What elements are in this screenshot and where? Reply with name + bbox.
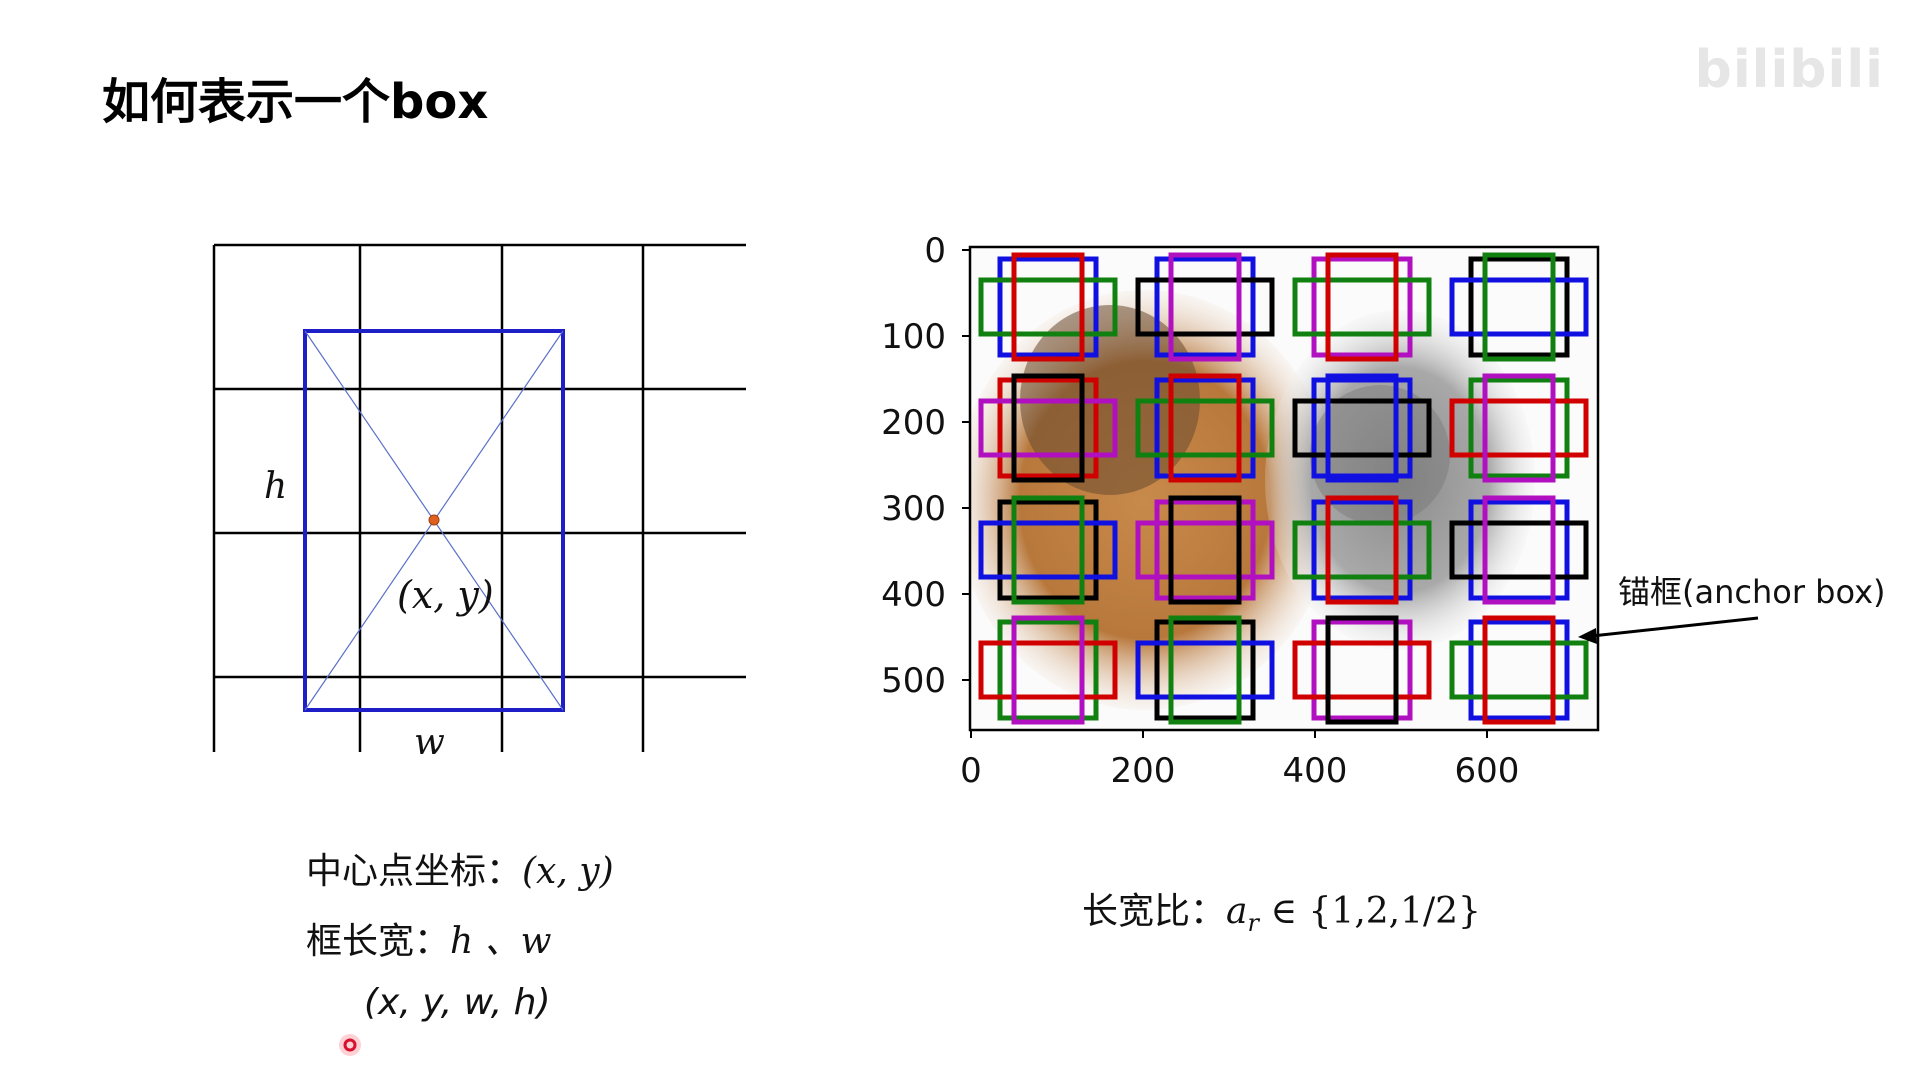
anchor-box <box>978 277 1118 337</box>
annotation-arrow-head <box>1578 628 1597 644</box>
anchor-box <box>1482 615 1556 725</box>
plot-frame <box>968 245 1600 732</box>
anchor-box <box>997 499 1099 601</box>
y-axis <box>962 249 970 681</box>
center-coordinate-math: (x, y) <box>522 851 614 892</box>
anchor-box <box>978 640 1118 700</box>
center-coordinate-note: 中心点坐标：(x, y) <box>306 842 614 894</box>
anchor-box <box>997 256 1099 358</box>
aspect-ratio-symbol: a <box>1226 891 1248 932</box>
anchor-box <box>1168 615 1242 725</box>
x-axis <box>970 730 1488 738</box>
x-tick-label: 600 <box>1455 751 1520 791</box>
anchor-box <box>1449 398 1589 458</box>
width-label: w <box>414 722 445 763</box>
anchor-box <box>1011 495 1085 605</box>
anchor-box <box>1468 377 1570 479</box>
box-size-math: h 、w <box>450 921 552 962</box>
y-tick-label: 300 <box>881 489 946 529</box>
x-tick-label: 200 <box>1111 751 1176 791</box>
anchor-box <box>1292 398 1432 458</box>
anchor-box <box>1325 615 1399 725</box>
anchor-box <box>1292 277 1432 337</box>
anchor-box <box>1168 252 1242 362</box>
x-tick-labels: 0 200 400 600 <box>960 751 1519 791</box>
anchor-box <box>1011 373 1085 483</box>
anchor-box <box>1011 615 1085 725</box>
anchor-box <box>1311 499 1413 601</box>
height-label: h <box>264 466 287 507</box>
anchor-box <box>997 377 1099 479</box>
bounding-box <box>303 329 565 712</box>
y-tick-label: 0 <box>924 231 946 271</box>
anchor-box <box>1168 495 1242 605</box>
anchor-box <box>1154 499 1256 601</box>
center-coordinate-cn: 中心点坐标： <box>306 851 523 892</box>
anchor-box <box>1135 640 1275 700</box>
anchor-box <box>1482 495 1556 605</box>
center-coord-label: (x, y) <box>397 573 494 617</box>
anchor-box <box>1011 252 1085 362</box>
aspect-ratio-set: ∈ {1,2,1/2} <box>1258 891 1481 932</box>
anchor-boxes <box>978 252 1589 725</box>
aspect-ratio-note: 长宽比：ar ∈ {1,2,1/2} <box>1082 882 1481 937</box>
anchor-box <box>1468 256 1570 358</box>
anchor-box <box>1482 373 1556 483</box>
x-tick-label: 0 <box>960 751 982 791</box>
y-tick-label: 200 <box>881 403 946 443</box>
anchor-box <box>1325 495 1399 605</box>
anchor-box <box>1325 373 1399 483</box>
box-center-point <box>428 514 440 526</box>
box-size-note: 框长宽：h 、w <box>306 912 551 964</box>
aspect-ratio-cn: 长宽比： <box>1082 891 1227 932</box>
y-tick-label: 100 <box>881 317 946 357</box>
slide-title: 如何表示一个box <box>102 74 489 130</box>
cat-figure <box>1265 310 1535 650</box>
y-tick-label: 400 <box>881 575 946 615</box>
background-image <box>970 247 1598 730</box>
anchor-box <box>1154 256 1256 358</box>
x-tick-label: 400 <box>1283 751 1348 791</box>
anchor-box <box>1292 640 1432 700</box>
anchor-box <box>1154 619 1256 721</box>
anchor-box <box>1449 277 1589 337</box>
anchor-box <box>1482 252 1556 362</box>
anchor-box <box>1325 252 1399 362</box>
anchor-box <box>1292 520 1432 580</box>
anchor-box <box>1468 499 1570 601</box>
anchor-box <box>1135 277 1275 337</box>
box-size-cn: 框长宽： <box>306 921 451 962</box>
anchor-box <box>978 520 1118 580</box>
y-tick-labels: 0 100 200 300 400 500 <box>881 231 946 701</box>
anchor-box <box>1135 398 1275 458</box>
anchor-box <box>978 398 1118 458</box>
aspect-ratio-subscript: r <box>1247 909 1259 938</box>
anchor-box-annotation: 锚框(anchor box) <box>1618 573 1886 611</box>
anchor-box <box>997 619 1099 721</box>
anchor-box <box>1449 640 1589 700</box>
anchor-box <box>1449 520 1589 580</box>
anchor-box <box>1168 373 1242 483</box>
anchor-box <box>1154 377 1256 479</box>
mouse-cursor-indicator <box>339 1034 361 1056</box>
anchor-box <box>1311 619 1413 721</box>
anchor-box <box>1468 619 1570 721</box>
bilibili-watermark: bilibili <box>1694 40 1884 100</box>
anchor-box <box>1311 256 1413 358</box>
annotation-arrow-line <box>1591 616 1759 638</box>
anchor-box <box>1311 377 1413 479</box>
anchor-box <box>1135 520 1275 580</box>
box-tuple-note: (x, y, w, h) <box>364 982 551 1023</box>
y-tick-label: 500 <box>881 661 946 701</box>
